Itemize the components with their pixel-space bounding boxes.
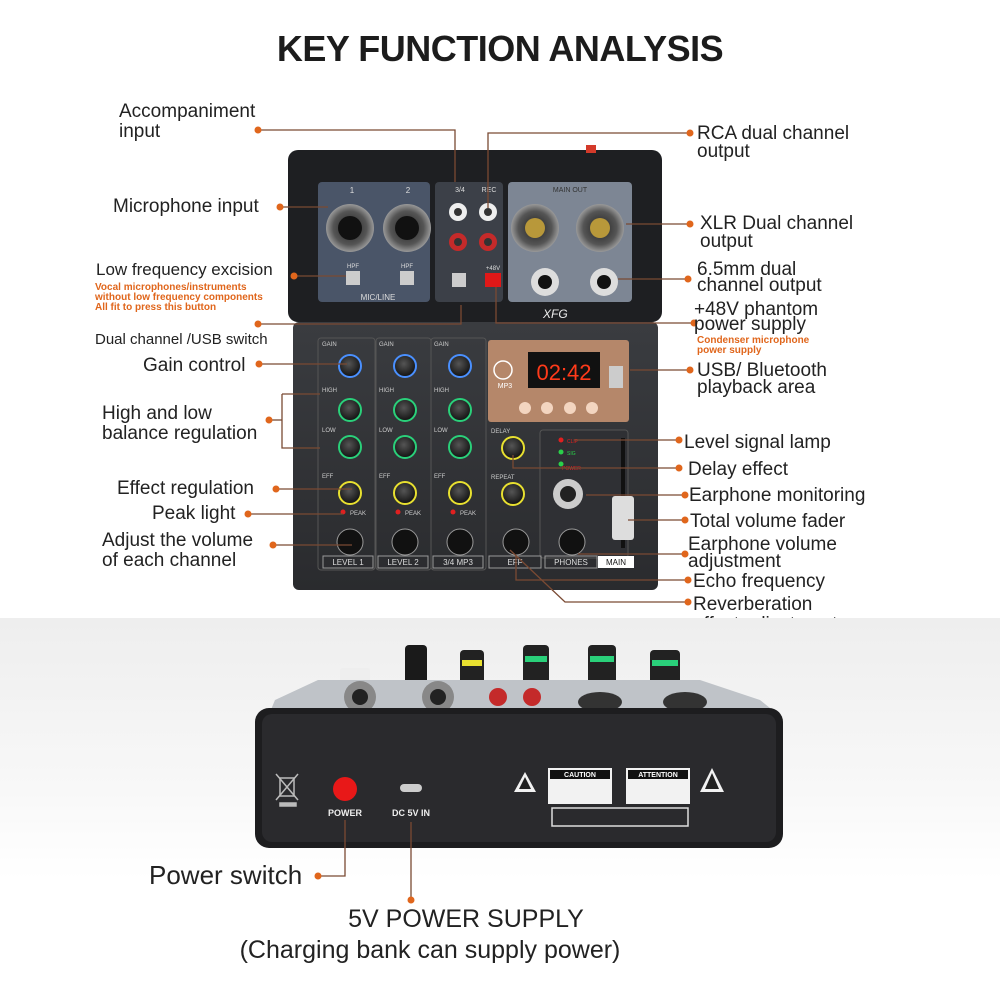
label-adjust-volume: Adjust the volume of each channel xyxy=(102,530,254,571)
ch1-label: 1 xyxy=(350,186,355,195)
clip-label: CLIP xyxy=(567,439,579,445)
weee-bin-icon xyxy=(275,773,299,807)
knob-row-high xyxy=(338,398,472,422)
low-label-1: LOW xyxy=(322,428,336,434)
mixer-top-view: 1 2 3/4 REC MAIN OUT MIC/LINE HPF HPF +4… xyxy=(244,126,698,606)
label-echo-frequency: Echo frequency xyxy=(693,571,826,592)
leader-dots xyxy=(244,126,698,606)
mic-line-label: MIC/LINE xyxy=(361,293,396,302)
gain-label-3: GAIN xyxy=(434,342,449,348)
high-label-2: HIGH xyxy=(379,388,394,394)
main-out-label: MAIN OUT xyxy=(553,187,588,194)
knob-row-eff xyxy=(338,436,525,506)
ch2-label: 2 xyxy=(406,186,411,195)
attention-label: ATTENTION xyxy=(638,772,678,779)
eff-label-1: EFF xyxy=(322,474,334,480)
eff-label-3: EFF xyxy=(434,474,446,480)
low-label-2: LOW xyxy=(379,428,393,434)
note-phantom: Condenser microphone power supply xyxy=(697,335,810,356)
label-low-frequency-excision: Low frequency excision xyxy=(96,260,273,279)
leader-lines xyxy=(248,129,694,603)
phones-label: PHONES xyxy=(554,558,588,567)
label-gain-control: Gain control xyxy=(143,355,246,376)
label-charging-bank: (Charging bank can supply power) xyxy=(239,936,621,964)
eff-knob-label: EFF xyxy=(507,558,522,567)
phantom-button-label: +48V xyxy=(486,266,500,272)
main-label: MAIN xyxy=(606,558,626,567)
mp3-label: MP3 xyxy=(498,383,513,390)
label-earphone-monitoring: Earphone monitoring xyxy=(689,485,866,506)
power-button[interactable] xyxy=(333,777,357,801)
knob-row-gain xyxy=(338,354,472,378)
label-delay-effect: Delay effect xyxy=(688,459,788,480)
page-title: KEY FUNCTION ANALYSIS xyxy=(276,28,724,69)
delay-label: DELAY xyxy=(491,429,510,435)
sig-label: SIG xyxy=(567,451,576,457)
label-earphone-volume: Earphone volume adjustment xyxy=(688,534,837,572)
label-reverberation: Reverberation effect adjustment xyxy=(693,595,837,619)
level2-label: LEVEL 2 xyxy=(387,558,419,567)
peak-label-1: PEAK xyxy=(350,511,366,517)
label-power-switch: Power switch xyxy=(149,860,303,890)
eff-label-2: EFF xyxy=(379,474,391,480)
label-xlr-output: XLR Dual channel output xyxy=(700,213,854,252)
peak-label-3: PEAK xyxy=(460,511,476,517)
gain-label-2: GAIN xyxy=(379,342,394,348)
low-label-3: LOW xyxy=(434,428,448,434)
mp3-display: 02:42 xyxy=(536,360,591,385)
label-5v-supply: 5V POWER SUPPLY xyxy=(348,905,584,933)
label-phantom-power: +48V phantom power supply xyxy=(694,299,819,335)
high-label-3: HIGH xyxy=(434,388,449,394)
label-effect-regulation: Effect regulation xyxy=(117,478,254,499)
knob-row-low xyxy=(338,435,472,459)
power-port-label: POWER xyxy=(328,808,363,818)
label-total-volume-fader: Total volume fader xyxy=(690,511,846,532)
dc-in-label: DC 5V IN xyxy=(392,808,430,818)
usb-c-port[interactable] xyxy=(400,784,422,792)
label-usb-bluetooth: USB/ Bluetooth playback area xyxy=(697,360,827,398)
label-rca-output: RCA dual channel output xyxy=(697,123,850,162)
label-microphone-input: Microphone input xyxy=(113,196,259,217)
repeat-label: REPEAT xyxy=(491,475,515,481)
rec-label: REC xyxy=(482,187,497,194)
mixer-rear-view: POWER DC 5V IN CAUTION ATTENTION xyxy=(255,645,783,904)
hpf-label-1: HPF xyxy=(347,264,359,270)
power-led-label: POWER xyxy=(562,466,581,472)
label-accompaniment-input: Accompaniment input xyxy=(119,101,256,142)
hpf-label-2: HPF xyxy=(401,264,413,270)
level1-label: LEVEL 1 xyxy=(332,558,364,567)
level34-label: 3/4 MP3 xyxy=(443,558,473,567)
gain-label-1: GAIN xyxy=(322,342,337,348)
label-high-low-balance: High and low balance regulation xyxy=(102,403,258,444)
brand-logo: XFG xyxy=(542,307,568,321)
label-mm-output: 6.5mm dual channel output xyxy=(697,259,822,296)
label-level-lamp: Level signal lamp xyxy=(684,432,831,453)
knob-row-level xyxy=(336,528,586,556)
peak-label-2: PEAK xyxy=(405,511,421,517)
high-label-1: HIGH xyxy=(322,388,337,394)
note-low-frequency: Vocal microphones/instruments without lo… xyxy=(95,282,263,313)
label-dual-channel-usb: Dual channel /USB switch xyxy=(95,331,268,348)
ch34-label: 3/4 xyxy=(455,187,465,194)
caution-label: CAUTION xyxy=(564,772,596,779)
label-peak-light: Peak light xyxy=(152,503,236,524)
